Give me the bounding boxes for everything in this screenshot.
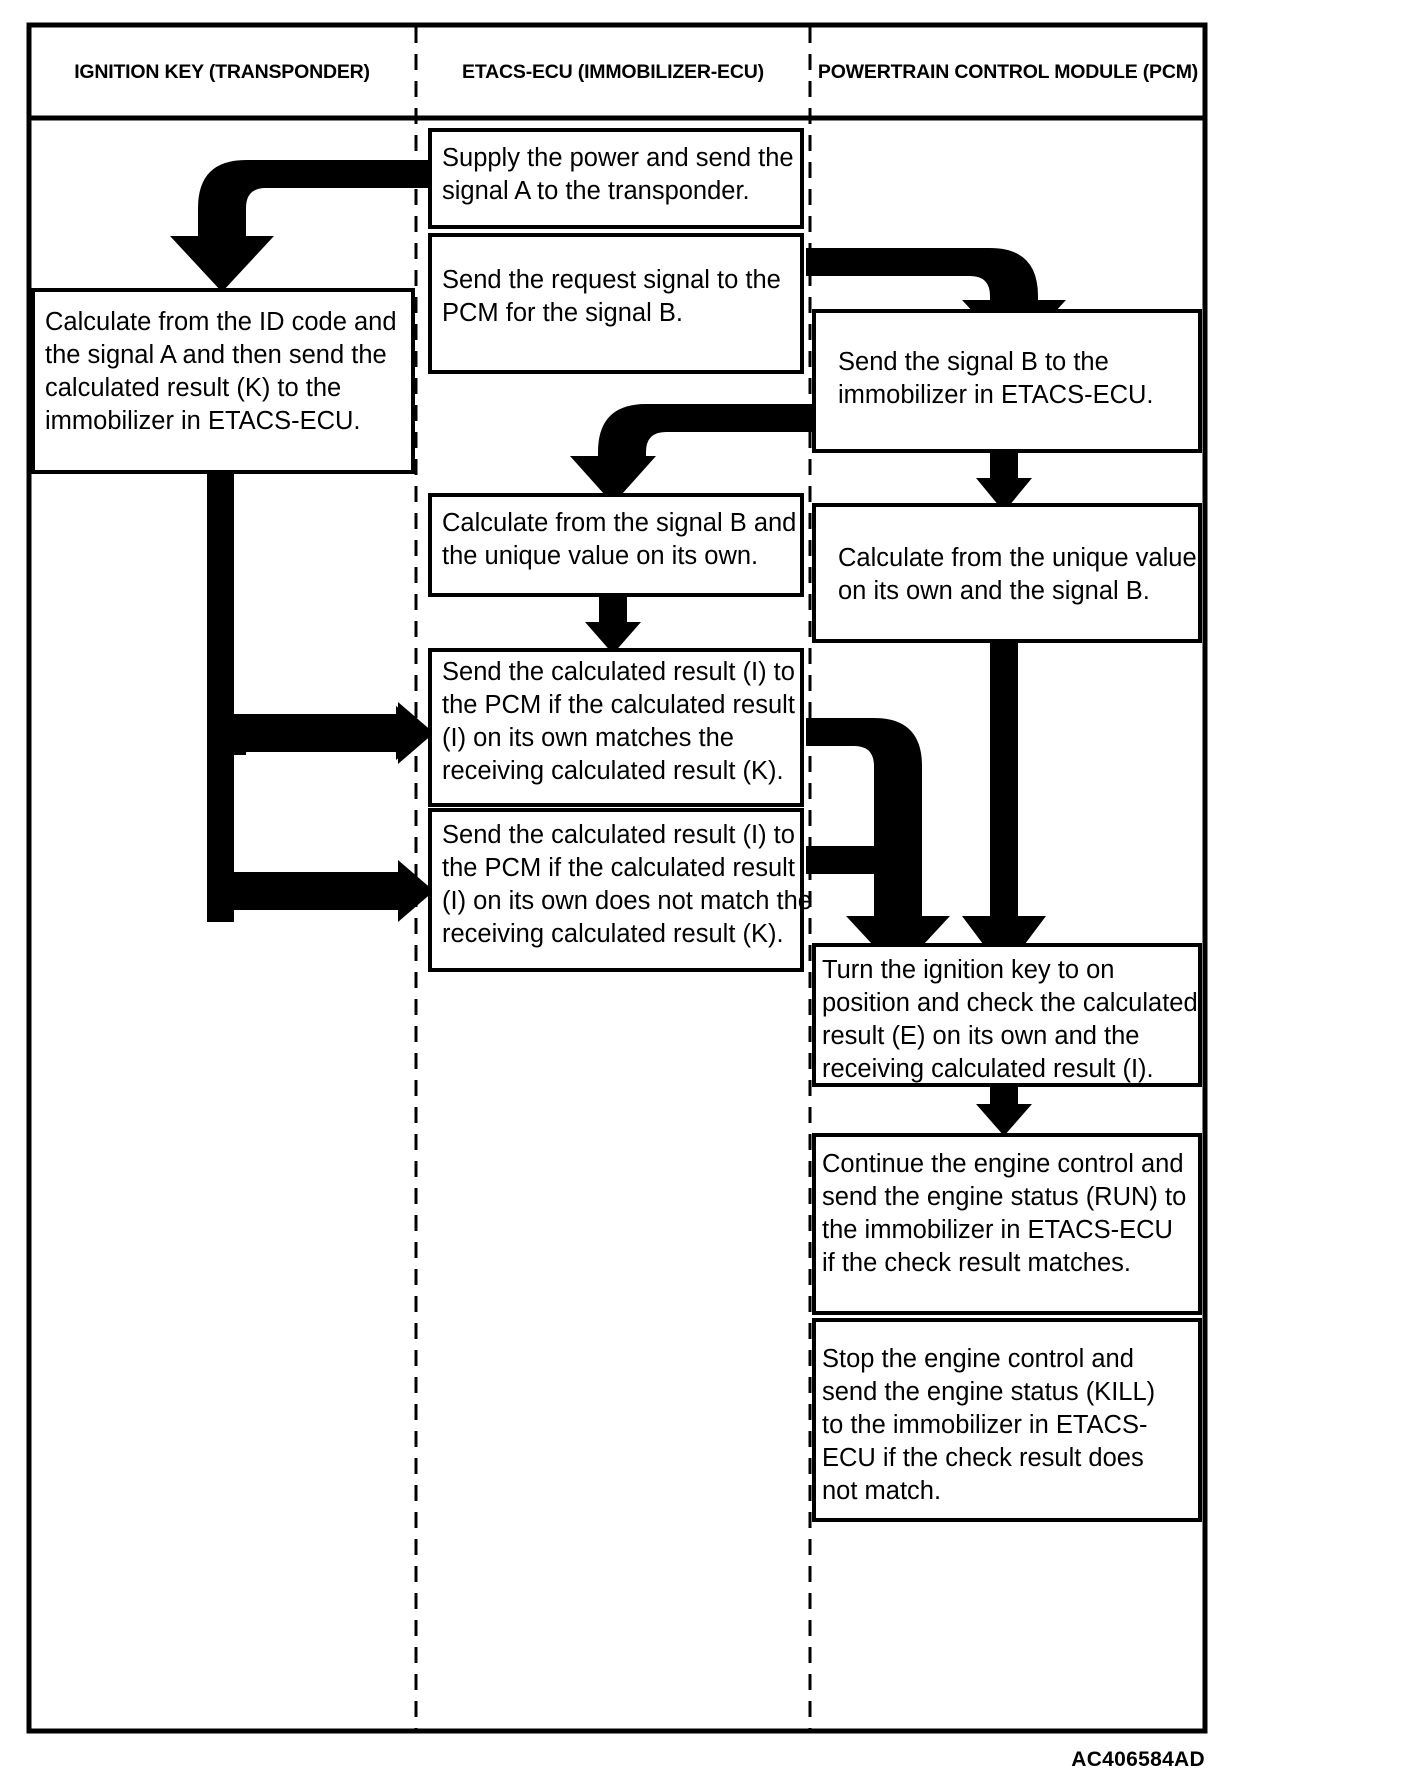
connector-pcm-turn-key-to-continue <box>976 1078 1032 1136</box>
connector-pcm-signal-b-to-pcm-calc <box>976 450 1032 512</box>
connector-etacs-supply-to-key <box>170 160 432 292</box>
connector-pcm-calc-to-turn-key <box>962 640 1046 972</box>
box-line: the unique value on its own. <box>442 542 758 570</box>
box-line: Calculate from the signal B and <box>442 509 796 537</box>
box-line: Calculate from the unique value <box>838 544 1197 572</box>
lane-title-etacs-ecu: ETACS-ECU (IMMOBILIZER-ECU) <box>462 61 764 83</box>
box-pcm-turn-key: Turn the ignition key to on position and… <box>812 943 1202 1087</box>
box-line: (I) on its own does not match the <box>442 887 812 915</box>
connector-etacs-calc-to-send-match <box>585 596 641 654</box>
box-line: PCM for the signal B. <box>442 299 683 327</box>
box-line: Send the calculated result (I) to <box>442 658 795 686</box>
box-line: if the check result matches. <box>822 1249 1131 1277</box>
box-line: Supply the power and send the <box>442 144 794 172</box>
lane-title-ignition-key: IGNITION KEY (TRANSPONDER) <box>74 61 370 83</box>
box-line: Send the calculated result (I) to <box>442 821 795 849</box>
box-line: position and check the calculated <box>822 989 1198 1017</box>
figure-code-label: AC406584AD <box>1071 1748 1205 1771</box>
box-line: signal A to the transponder. <box>442 177 750 205</box>
box-key-calculate: Calculate from the ID code and the signa… <box>31 288 415 474</box>
box-line: Calculate from the ID code and <box>45 308 397 336</box>
box-line: the immobilizer in ETACS-ECU <box>822 1216 1173 1244</box>
box-line: on its own and the signal B. <box>838 577 1150 605</box>
box-line: not match. <box>822 1477 941 1505</box>
box-line: Turn the ignition key to on <box>822 956 1114 984</box>
box-line: calculated result (K) to the <box>45 374 341 402</box>
box-etacs-request-signal: Send the request signal to the PCM for t… <box>428 233 804 374</box>
connector-key-calc-branches <box>207 470 434 922</box>
box-line: send the engine status (RUN) to <box>822 1183 1186 1211</box>
box-line: Continue the engine control and <box>822 1150 1184 1178</box>
box-line: the PCM if the calculated result <box>442 854 795 882</box>
box-line: Send the request signal to the <box>442 266 781 294</box>
box-line: ECU if the check result does <box>822 1444 1144 1472</box>
box-line: (I) on its own matches the <box>442 724 734 752</box>
lane-title-pcm: POWERTRAIN CONTROL MODULE (PCM) <box>818 61 1198 83</box>
connector-etacs-match-to-pcm-turn-key <box>806 718 950 972</box>
connector-pcm-signal-b-to-etacs-calc <box>570 404 816 504</box>
box-line: immobilizer in ETACS-ECU. <box>45 407 361 435</box>
box-line: receiving calculated result (K). <box>442 920 784 948</box>
box-pcm-continue: Continue the engine control and send the… <box>812 1133 1202 1315</box>
box-line: receiving calculated result (I). <box>822 1055 1154 1083</box>
box-line: the PCM if the calculated result <box>442 691 795 719</box>
box-line: immobilizer in ETACS-ECU. <box>838 381 1154 409</box>
box-etacs-send-no-match: Send the calculated result (I) to the PC… <box>428 808 812 972</box>
diagram-frame <box>26 22 1208 1734</box>
box-line: to the immobilizer in ETACS- <box>822 1411 1147 1439</box>
box-etacs-calc-signal-b: Calculate from the signal B and the uniq… <box>428 493 804 597</box>
box-line: the signal A and then send the <box>45 341 387 369</box>
box-line: result (E) on its own and the <box>822 1022 1140 1050</box>
box-pcm-calc-unique: Calculate from the unique value on its o… <box>812 503 1202 643</box>
box-etacs-send-match: Send the calculated result (I) to the PC… <box>428 648 804 807</box>
box-line: Stop the engine control and <box>822 1345 1134 1373</box>
box-line: Send the signal B to the <box>838 348 1109 376</box>
connector-etacs-no-match-to-pcm-turn-key <box>806 846 898 916</box>
box-pcm-send-signal-b: Send the signal B to the immobilizer in … <box>812 309 1202 453</box>
box-pcm-stop: Stop the engine control and send the eng… <box>812 1318 1202 1522</box>
box-line: send the engine status (KILL) <box>822 1378 1155 1406</box>
box-line: receiving calculated result (K). <box>442 757 784 785</box>
box-etacs-supply-power: Supply the power and send the signal A t… <box>428 128 804 229</box>
